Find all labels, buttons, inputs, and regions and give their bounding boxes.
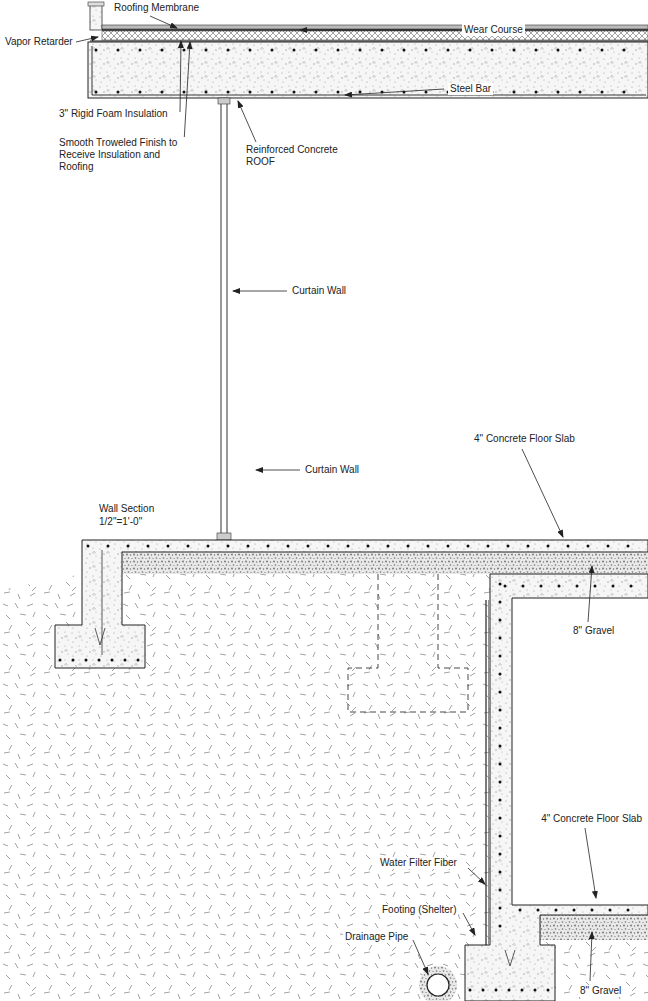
basement-room xyxy=(512,598,648,905)
roofing-membrane xyxy=(102,29,648,30)
callout-label: Reinforced Concrete ROOF xyxy=(244,144,348,168)
dashed-footing xyxy=(348,574,468,712)
water-filter-fiber xyxy=(488,600,489,945)
callout-label: Curtain Wall xyxy=(303,464,361,476)
callout-label: 1/2"=1'-0" xyxy=(97,516,144,528)
rebar-dots xyxy=(499,584,502,940)
curtain-wall-head xyxy=(218,98,230,104)
footing-key xyxy=(505,950,515,966)
callout-label: Wall Section xyxy=(97,503,156,515)
callout-label: Water Filter Fiber xyxy=(378,857,459,869)
callout-label: 3" Rigid Foam Insulation xyxy=(57,108,170,120)
gravel-layer xyxy=(122,552,648,574)
callout-label: 8" Gravel xyxy=(571,625,616,637)
steel-bar xyxy=(92,46,93,95)
water-filter-fiber xyxy=(485,600,486,945)
basement-wall xyxy=(465,574,648,1001)
rebar-dots xyxy=(470,989,550,992)
callout-label: 4" Concrete Floor Slab xyxy=(539,813,644,825)
callout-label: Curtain Wall xyxy=(290,285,348,297)
rebar-dots xyxy=(96,91,645,94)
callout-label: Smooth Troweled Finish to Receive Insula… xyxy=(57,137,187,173)
callout-label: Roofing Membrane xyxy=(112,2,201,14)
callout-label: Vapor Retarder xyxy=(3,36,75,48)
wear-course xyxy=(102,25,648,29)
callout-label: 8" Gravel xyxy=(578,985,623,997)
rebar-dots xyxy=(88,545,645,548)
drainage-pipe xyxy=(427,974,449,996)
callout-label: 4" Concrete Floor Slab xyxy=(472,433,577,445)
curtain-wall xyxy=(227,104,228,534)
curtain-wall-sill xyxy=(217,533,231,540)
footing-key xyxy=(95,628,105,645)
parapet xyxy=(90,4,102,30)
callout-label: Wear Course xyxy=(462,24,525,36)
steel-bar xyxy=(92,95,646,96)
stem-rebar xyxy=(102,550,103,655)
basement-gravel xyxy=(540,915,648,940)
rebar-dots xyxy=(520,909,645,912)
rebar-dots xyxy=(505,585,645,588)
callout-label: Steel Bar xyxy=(448,83,493,95)
callout-label: Drainage Pipe xyxy=(343,931,410,943)
concrete-roof xyxy=(88,42,648,98)
rebar-dots xyxy=(60,659,140,662)
parapet-cap xyxy=(88,2,104,6)
curtain-wall xyxy=(221,104,222,534)
rebar-dots xyxy=(96,49,645,52)
vapor-retarder xyxy=(90,41,648,42)
rigid-insulation xyxy=(102,31,648,40)
pipe-gravel xyxy=(419,966,457,1001)
callout-label: Footing (Shelter) xyxy=(380,904,458,916)
